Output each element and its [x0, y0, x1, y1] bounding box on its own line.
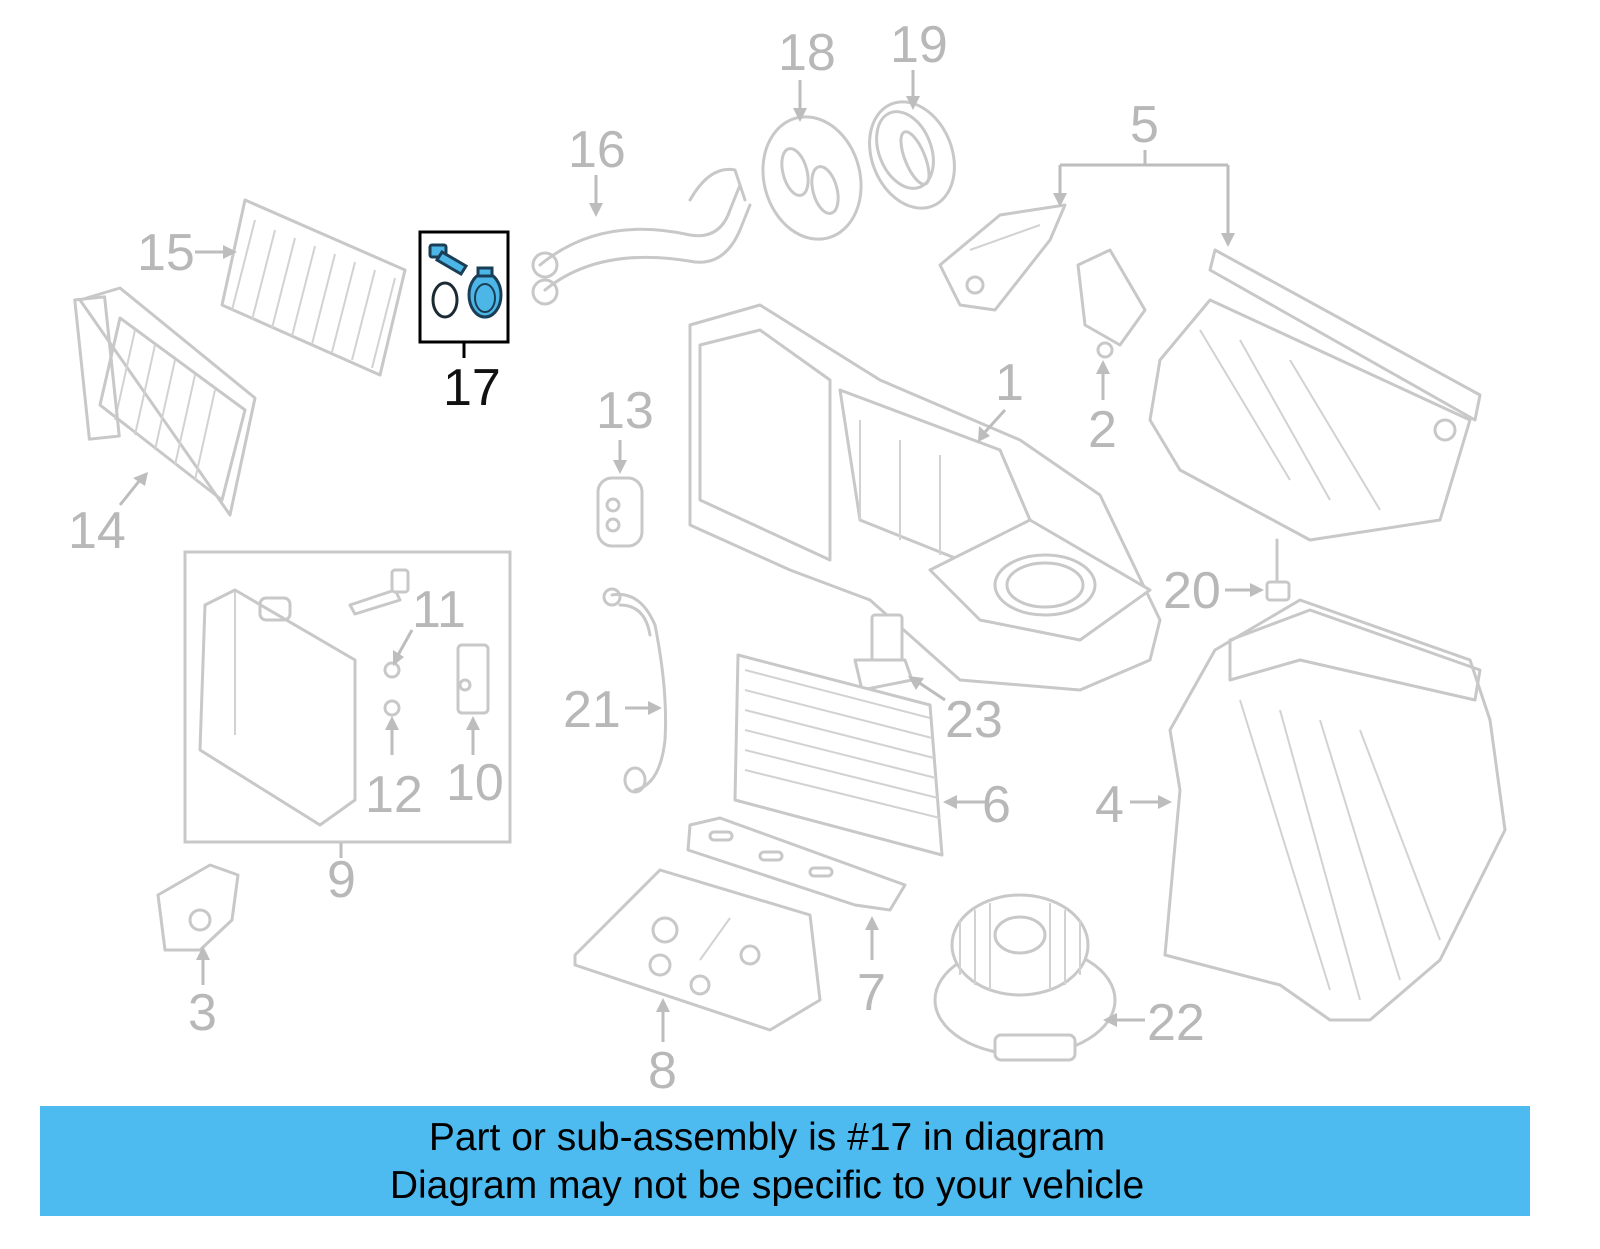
part-8-tray: [573, 868, 822, 1032]
part-6-cabin-filter: [733, 653, 944, 857]
part-19-gasket: [868, 100, 956, 210]
callout-9: 9: [327, 851, 356, 909]
part-1-hvac-housing: [688, 303, 1162, 692]
callout-16: 16: [568, 121, 626, 179]
callout-10: 10: [446, 754, 504, 812]
part-5-actuator-left: [938, 203, 1067, 312]
callout-7: 7: [857, 964, 886, 1022]
info-banner: Part or sub-assembly is #17 in diagram D…: [40, 1106, 1530, 1216]
part-9-group: [183, 550, 512, 844]
o-ring-icon: [431, 281, 459, 319]
callout-4: 4: [1095, 776, 1124, 834]
part-21-hose: [602, 587, 668, 794]
callout-13: 13: [596, 382, 654, 440]
callout-21: 21: [563, 681, 621, 739]
bolt-icon: [428, 243, 469, 277]
callout-20: 20: [1163, 562, 1221, 620]
callout-11: 11: [412, 581, 466, 639]
callout-8: 8: [648, 1042, 677, 1100]
part-2-actuator: [1076, 248, 1147, 359]
part-22-blower-motor: [933, 893, 1117, 1062]
part-17-seal-kit: [418, 230, 510, 358]
banner-line-2: Diagram may not be specific to your vehi…: [389, 1164, 1145, 1207]
callout-2: 2: [1088, 401, 1117, 459]
callout-5: 5: [1130, 96, 1159, 154]
callout-17: 17: [443, 359, 501, 417]
part-5-duct: [1148, 248, 1482, 542]
seal-icon: [467, 266, 503, 319]
callout-15: 15: [137, 224, 195, 282]
part-3-actuator: [156, 863, 240, 952]
callout-12: 12: [365, 766, 423, 824]
callout-22: 22: [1147, 994, 1205, 1052]
part-15-evaporator: [220, 198, 407, 377]
part-7-cover: [686, 816, 907, 912]
leader-lines: [118, 70, 1264, 1042]
part-20-screw: [1265, 538, 1291, 602]
callout-14: 14: [68, 502, 126, 560]
callout-18: 18: [778, 24, 836, 82]
callout-1: 1: [995, 354, 1024, 412]
part-4-housing: [1163, 598, 1507, 1022]
callout-19: 19: [890, 16, 948, 74]
part-13-connector: [596, 476, 644, 548]
part-23-resistor: [853, 613, 914, 692]
part-16-pipes: [531, 167, 752, 306]
part-14-radiator: [73, 286, 257, 517]
part-18-gasket: [761, 115, 863, 241]
callout-3: 3: [188, 984, 217, 1042]
bolt-icon: [348, 568, 410, 616]
callout-6: 6: [982, 776, 1011, 834]
callout-23: 23: [945, 691, 1003, 749]
callout-numbers: 18 19 16 5 15 17 1 13 2 14 20 11 21 23 1…: [68, 16, 1221, 1100]
banner-line-1: Part or sub-assembly is #17 in diagram: [428, 1116, 1106, 1159]
